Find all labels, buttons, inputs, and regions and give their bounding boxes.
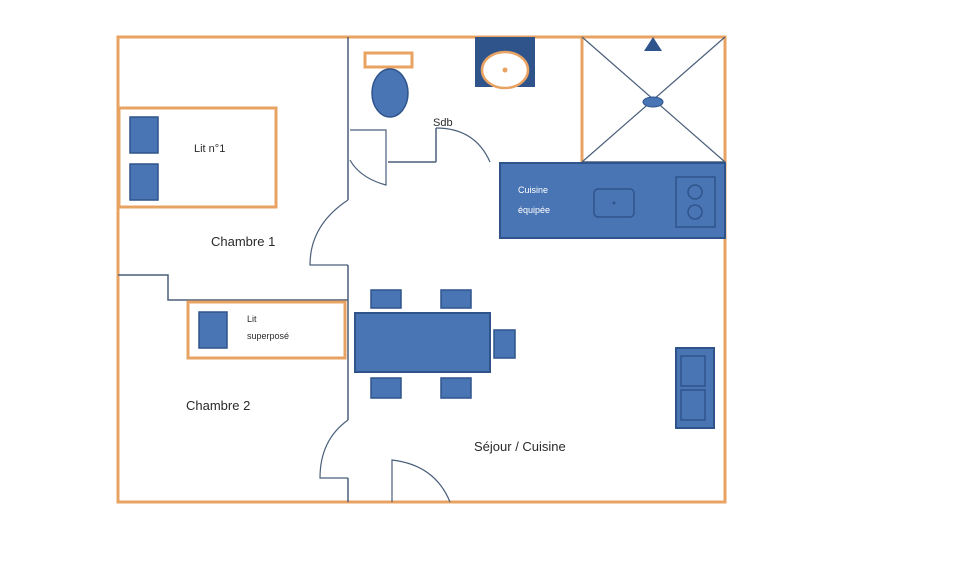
kitchen-label-line2: équipée [518, 205, 550, 215]
dining-table [354, 312, 491, 373]
bathroom-door [435, 127, 491, 163]
kitchen-sink-drain [612, 201, 616, 205]
bed-1-pillow-top [129, 116, 159, 154]
chair-right [493, 329, 516, 359]
cooktop-icon [675, 176, 716, 228]
burner-top [687, 184, 703, 200]
chair-top-left [370, 289, 402, 309]
outer-wall [116, 35, 727, 504]
chambre-2-door [319, 419, 349, 479]
bedroom-divider-wall [118, 274, 348, 301]
toilet-bowl [371, 68, 409, 118]
bed-2-pillow [198, 311, 228, 349]
sofa-cushion-top [680, 355, 706, 387]
living-label: Séjour / Cuisine [474, 439, 566, 454]
bed-2-label-line2: superposé [247, 331, 289, 341]
chair-bottom-left [370, 377, 402, 399]
sofa-cushion-bottom [680, 389, 706, 421]
bed-2-label-line1: Lit [247, 314, 257, 324]
chair-top-right [440, 289, 472, 309]
shower-head-icon [644, 37, 662, 51]
kitchen-counter [499, 162, 726, 239]
kitchen-sink-icon [593, 188, 635, 218]
closet-door [349, 129, 387, 186]
bathroom-label: Sdb [433, 117, 453, 129]
bed-1-label: Lit n°1 [194, 143, 225, 155]
chambre-1-label: Chambre 1 [211, 234, 275, 249]
shower-drain-icon [642, 96, 664, 108]
burner-bottom [687, 204, 703, 220]
entrance-door [391, 459, 451, 503]
bed-1-pillow-bottom [129, 163, 159, 201]
chambre-1-door [309, 199, 349, 266]
sink-drain [502, 67, 508, 73]
kitchen-label-line1: Cuisine [518, 185, 548, 195]
chair-bottom-right [440, 377, 472, 399]
chambre-2-label: Chambre 2 [186, 398, 250, 413]
toilet-tank [363, 51, 414, 69]
